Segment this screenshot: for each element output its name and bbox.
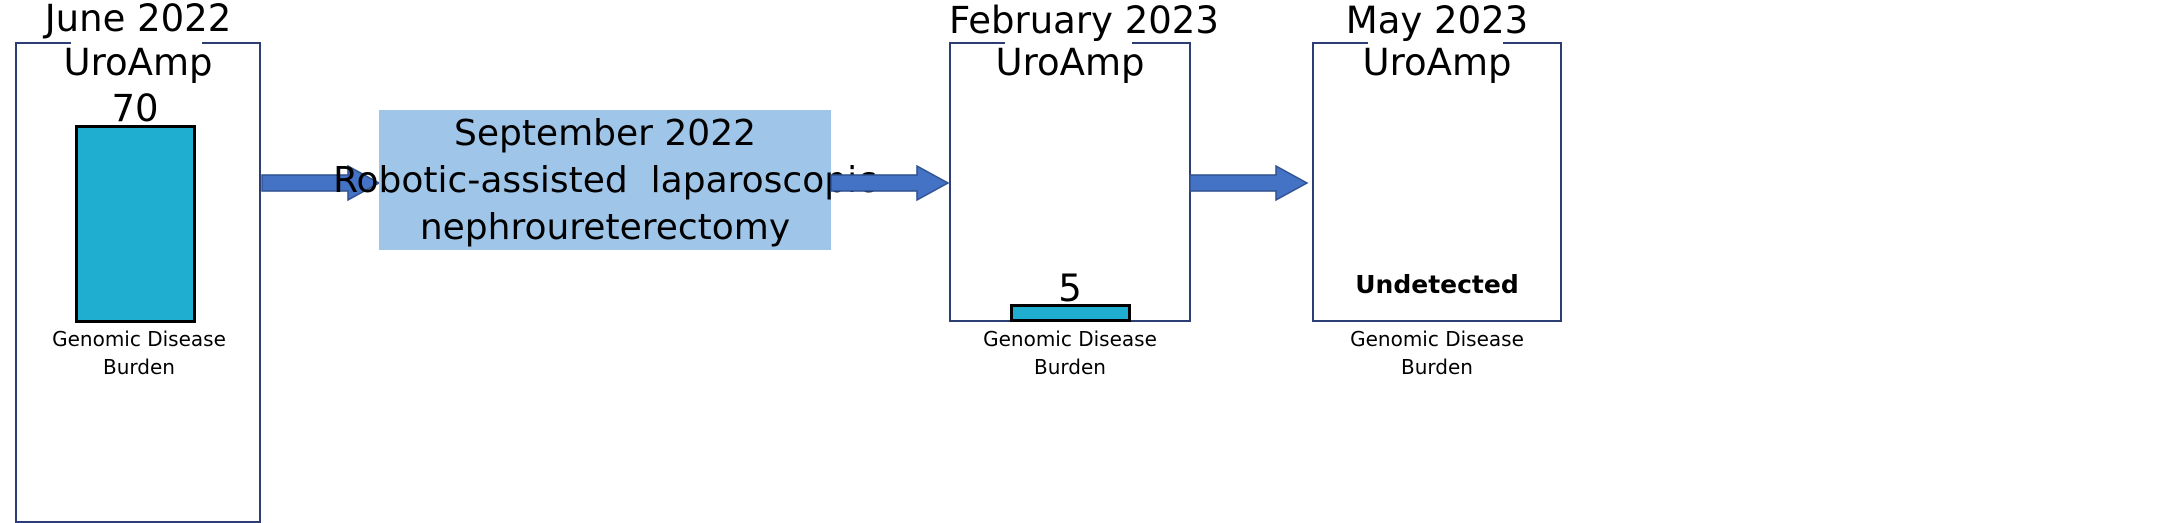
arrow-right-icon xyxy=(1189,164,1309,202)
axis-label-line2: Burden xyxy=(103,355,175,379)
arrow-right-icon xyxy=(261,164,381,202)
axis-label: Genomic Disease Burden xyxy=(945,325,1195,381)
disease-burden-bar xyxy=(1010,304,1131,322)
timepoint-date: February 2023 xyxy=(949,0,1219,42)
assay-label: UroAmp xyxy=(63,41,213,84)
assay-label: UroAmp xyxy=(995,41,1145,84)
axis-label-line1: Genomic Disease xyxy=(1350,327,1524,351)
timepoint-date: May 2023 xyxy=(1345,0,1529,42)
axis-label-line1: Genomic Disease xyxy=(983,327,1157,351)
surgery-event-box: September 2022 Robotic-assisted laparosc… xyxy=(333,110,877,250)
frame-top-right xyxy=(1132,42,1191,44)
panel-frame xyxy=(1312,42,1562,322)
event-procedure-line1: Robotic-assisted laparoscopic xyxy=(333,159,877,201)
undetected-status: Undetected xyxy=(1355,270,1519,299)
frame-top-left xyxy=(949,42,1005,44)
frame-top-left xyxy=(15,42,71,44)
axis-label-line2: Burden xyxy=(1034,355,1106,379)
arrow-right-icon xyxy=(830,164,950,202)
bar-value-label: 5 xyxy=(1058,267,1082,310)
timepoint-date: June 2022 xyxy=(44,0,232,40)
axis-label-line1: Genomic Disease xyxy=(52,327,226,351)
event-date: September 2022 xyxy=(453,112,757,154)
panel-frame xyxy=(949,42,1191,322)
disease-burden-bar xyxy=(75,125,196,323)
event-procedure-line2: nephroureterectomy xyxy=(419,206,791,248)
axis-label: Genomic Disease Burden xyxy=(14,325,264,381)
frame-top-left xyxy=(1312,42,1368,44)
frame-top-right xyxy=(202,42,261,44)
assay-label: UroAmp xyxy=(1362,41,1512,84)
bar-value-label: 70 xyxy=(111,87,159,130)
axis-label: Genomic Disease Burden xyxy=(1312,325,1562,381)
frame-top-right xyxy=(1503,42,1562,44)
axis-label-line2: Burden xyxy=(1401,355,1473,379)
